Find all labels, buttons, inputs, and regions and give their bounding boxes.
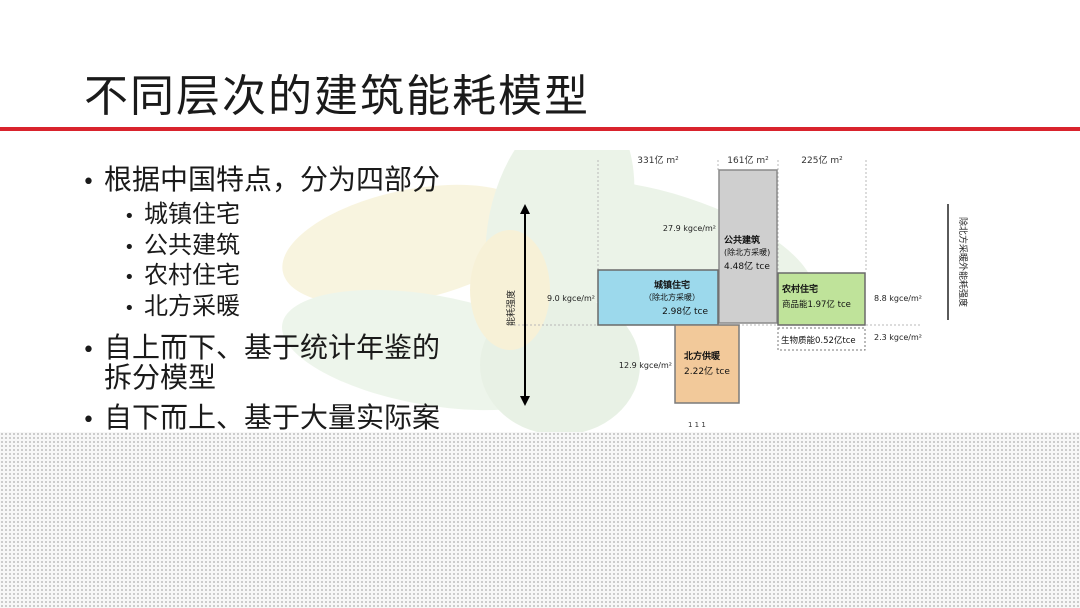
sub-bullet-item: • 城镇住宅	[124, 199, 240, 232]
bullet-dot: •	[124, 298, 135, 319]
intensity-label-public: 27.9 kgce/m²	[663, 224, 716, 233]
block-north-name: 北方供暖	[684, 350, 721, 362]
energy-diagram: 331亿 m² 161亿 m² 225亿 m² 能耗强度 除北方采暖外能耗强度 …	[505, 154, 969, 429]
block-public-building	[718, 169, 778, 324]
sub-bullet-item: • 农村住宅	[124, 260, 240, 293]
bullet-dot: •	[82, 170, 95, 195]
sub-bullet-text: 北方采暖	[144, 292, 240, 320]
sub-bullet-item: • 公共建筑	[124, 230, 240, 263]
bullet-continuation: 拆分模型	[104, 362, 216, 394]
block-public-name: 公共建筑	[724, 234, 760, 246]
block-northern-heating	[674, 324, 740, 404]
partial-label: 1 1 1	[688, 421, 706, 429]
slide-title: 不同层次的建筑能耗模型	[84, 71, 590, 122]
title-underline	[0, 127, 1080, 131]
block-public-value: 4.48亿 tce	[724, 260, 770, 272]
block-biomass-value: 生物质能0.52亿tce	[781, 335, 856, 346]
intensity-label-biomass: 2.3 kgce/m²	[874, 333, 922, 342]
block-urban-note: （除北方采暖）	[644, 292, 700, 302]
sub-bullet-text: 城镇住宅	[144, 200, 240, 228]
block-rural-residential	[777, 272, 866, 326]
bullet-item: • 自下而上、基于大量实际案	[82, 402, 440, 437]
sub-bullet-text: 农村住宅	[144, 261, 240, 289]
bullet-dot: •	[82, 408, 95, 433]
bullet-dot: •	[124, 206, 135, 227]
bullet-text: 自下而上、基于大量实际案	[104, 401, 441, 434]
dotted-overlay	[0, 432, 1080, 608]
block-rural-name: 农村住宅	[781, 283, 818, 295]
bullet-text: 根据中国特点，分为四部分	[104, 163, 441, 196]
bullet-item: • 根据中国特点，分为四部分	[82, 164, 440, 199]
right-side-label: 除北方采暖外能耗强度	[957, 217, 969, 307]
bullet-dot: •	[124, 267, 135, 288]
width-label-urban: 331亿 m²	[637, 154, 679, 166]
block-north-value: 2.22亿 tce	[684, 365, 730, 377]
sub-bullet-item: • 北方采暖	[124, 291, 240, 324]
vertical-arrow	[520, 204, 530, 406]
intensity-label-rural: 8.8 kgce/m²	[874, 294, 922, 303]
width-label-public: 161亿 m²	[727, 154, 769, 166]
bullet-item: • 自上而下、基于统计年鉴的	[82, 332, 440, 367]
block-rural-value: 商品能1.97亿 tce	[782, 299, 851, 310]
block-urban-name: 城镇住宅	[654, 279, 690, 291]
block-urban-value: 2.98亿 tce	[662, 305, 708, 317]
bullet-text: 拆分模型	[104, 361, 217, 394]
sub-bullet-text: 公共建筑	[144, 231, 240, 259]
bullet-text: 自上而下、基于统计年鉴的	[104, 331, 441, 364]
block-urban-residential	[597, 269, 719, 326]
intensity-label-north: 12.9 kgce/m²	[619, 361, 672, 370]
block-public-note: (除北方采暖)	[724, 247, 770, 257]
vertical-axis-label: 能耗强度	[505, 290, 517, 326]
intensity-label-urban: 9.0 kgce/m²	[547, 294, 595, 303]
bullet-dot: •	[124, 237, 135, 258]
bullet-dot: •	[82, 338, 95, 363]
block-biomass	[777, 327, 866, 351]
width-label-rural: 225亿 m²	[801, 154, 843, 166]
